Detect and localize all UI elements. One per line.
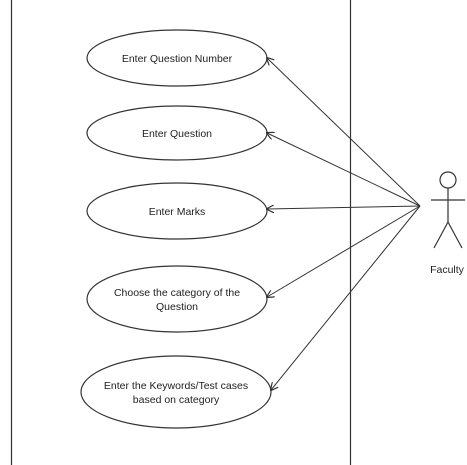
use-case-3: Enter Marks [86,182,268,240]
use-case-ellipse [80,355,272,429]
use-case-label: Enter Question Number [122,53,233,65]
association-line [271,205,421,390]
use-case-2: Enter Question [86,105,268,161]
use-case-label-line-1: Choose the category of the [114,287,240,299]
use-case-1: Enter Question Number [86,29,268,87]
association-line [267,205,421,297]
system-boundary [10,0,352,465]
associations [267,58,421,390]
stick-figure-icon [431,171,465,249]
use-case-label: Enter Marks [149,206,206,218]
use-case-label-line-1: Enter the Keywords/Test cases [104,380,248,392]
use-case-4: Choose the category of the Question [86,265,268,333]
association-line [267,133,421,207]
association-line [267,58,421,207]
association-line [267,206,421,209]
use-case-label-line-2: based on category [133,394,220,406]
use-case-ellipse [86,265,268,333]
use-case-label-line-2: Question [156,301,198,313]
use-case-label: Enter Question [142,128,212,140]
actor-name: Faculty [430,264,465,276]
use-case-5: Enter the Keywords/Test cases based on c… [80,355,272,429]
